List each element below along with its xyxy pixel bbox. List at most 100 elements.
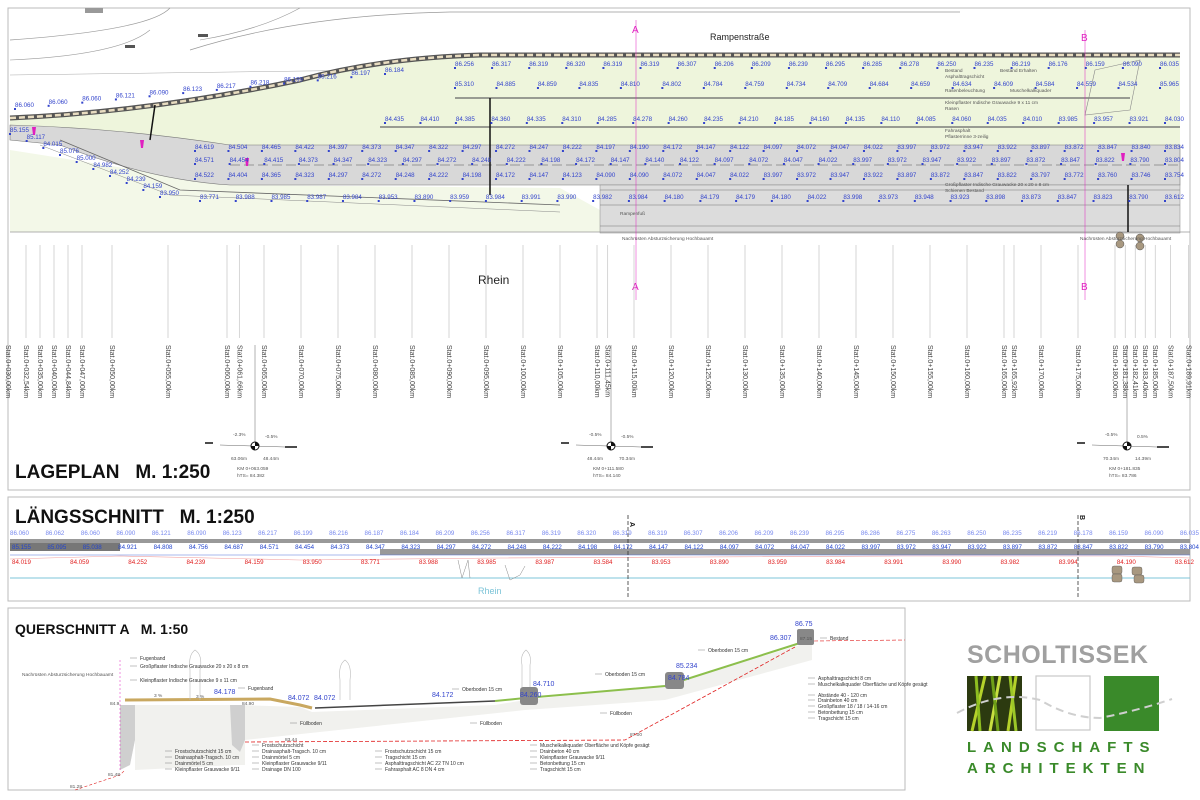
elevation-label: 84.198 [541, 157, 560, 164]
elevation-label: 83.804 [1165, 157, 1184, 164]
plan-note: Muschelkalkquader [1010, 88, 1052, 94]
station-label: Stat.0+061,66km [235, 345, 242, 398]
elevation-label: 83.834 [1165, 144, 1184, 151]
ls-elevation-label: 84.022 [826, 544, 845, 551]
qs-annotation: Tragschicht 15 cm [818, 716, 859, 722]
elevation-label: 83.873 [1022, 194, 1041, 201]
elevation-label: 84.734 [787, 81, 806, 88]
logo-name: SCHOLTISSEK [967, 641, 1148, 669]
ls-elevation-label: 84.921 [118, 544, 137, 551]
slope-label: 3 % [154, 693, 163, 699]
elevation-point [316, 79, 319, 82]
elevation-point [913, 200, 916, 202]
station-label: Stat.0+165,00km [1000, 345, 1007, 398]
ls-elevation-label: 84.198 [578, 544, 597, 551]
elevation-label: 84.859 [538, 81, 557, 88]
elevation-label: 84.197 [596, 144, 615, 151]
plan-note: Schienen Bestand [945, 188, 984, 194]
qs-annotation: Muschelkalkquader Oberfläche und Köpfe g… [818, 682, 928, 688]
ls-elevation-label: 84.454 [295, 544, 314, 551]
station-label: Stat.0+189,91km [1184, 345, 1191, 398]
elevation-point [896, 178, 899, 180]
elevation-point [367, 163, 370, 165]
ls-elevation-label: 84.756 [189, 544, 208, 551]
elevation-label: 86.123 [183, 86, 202, 93]
elevation-point [1159, 87, 1161, 89]
qs-annotation: Abstände 40 - 120 cm [818, 693, 867, 699]
elevation-point [1057, 122, 1060, 124]
elevation-label: 83.847 [1061, 157, 1080, 164]
elevation-label: 84.885 [496, 81, 515, 88]
elevation-label: 86.216 [318, 73, 337, 80]
elevation-label: 86.159 [1086, 61, 1105, 68]
laengsschnitt-profile [9, 515, 1191, 598]
elevation-point [454, 122, 457, 124]
ls-elevation-label: 86.307 [684, 530, 703, 537]
elevation-point [1022, 122, 1025, 124]
section-mark-b-bottom: B [1081, 282, 1088, 293]
elevation-label: 84.559 [1077, 81, 1096, 88]
station-label: Stat.0+080,00km [371, 345, 378, 398]
elevation-point [283, 82, 286, 85]
elevation-label: 83.847 [964, 172, 983, 179]
elevation-label: 84.323 [295, 172, 314, 179]
elevation-point [471, 163, 474, 165]
qs-annotation: Frostschutzschicht 15 cm [385, 749, 441, 755]
plan-note: Rasen [945, 106, 959, 112]
elevation-label: 86.197 [351, 70, 370, 77]
elevation-label: 83.947 [831, 172, 850, 179]
elevation-label: 84.802 [662, 81, 681, 88]
elevation-point [713, 67, 716, 69]
elevation-point [199, 200, 201, 202]
ls-elevation-label: 84.347 [366, 544, 385, 551]
elevation-label: 84.634 [953, 81, 972, 88]
elevation-label: 83.872 [1065, 144, 1084, 151]
elevation-label: 84.435 [385, 116, 404, 123]
elevation-point [461, 178, 464, 180]
elevation-label: 84.035 [988, 116, 1007, 123]
elevation-point [561, 150, 564, 152]
elevation-label: 86.319 [641, 61, 660, 68]
ls-elevation-label: 84.072 [755, 544, 774, 551]
elevation-label: 86.319 [603, 61, 622, 68]
elevation-label: 84.759 [745, 81, 764, 88]
ls-elevation-label: 84.248 [508, 544, 527, 551]
elevation-label: 85.155 [10, 127, 29, 134]
elevation-point [951, 87, 954, 89]
elevation-point [963, 178, 966, 180]
elevation-label: 86.035 [1160, 61, 1179, 68]
section-mark-b-top: B [1081, 33, 1088, 44]
elevation-point [454, 87, 456, 89]
ls-elevation-label: 86.178 [1074, 530, 1093, 537]
ls-elevation-label: 86.275 [896, 530, 915, 537]
elevation-point [915, 122, 918, 124]
logo-line1: LANDSCHAFTS [967, 739, 1157, 756]
elevation-point [1030, 178, 1033, 180]
km-label: KM 0+181.835 [1109, 466, 1141, 472]
company-logo: SCHOLTISSEK LANDSCHAFTS ARCHITEKTEN [956, 641, 1173, 777]
station-label: Stat.0+050,00km [108, 345, 115, 398]
ls-elevation-label: 84.159 [245, 559, 264, 566]
elevation-point [628, 178, 631, 180]
elevation-label: 83.972 [931, 144, 950, 151]
qs-annotation: Oberboden 15 cm [605, 672, 645, 678]
elevation-point [632, 122, 635, 124]
ls-elevation-label: 84.019 [12, 559, 31, 566]
station-label: Stat.0+115,00km [630, 345, 637, 398]
ls-elevation-label: 83.953 [652, 559, 671, 566]
elevation-point [729, 150, 732, 152]
elevation-point [228, 163, 231, 165]
station-label: Stat.0+170,00km [1037, 345, 1044, 398]
elevation-point [1130, 150, 1133, 152]
ls-elevation-label: 83.959 [768, 559, 787, 566]
elevation-label: 83.922 [957, 157, 976, 164]
elevation-point [159, 196, 161, 198]
slope-right: -0.5% [265, 434, 278, 440]
elevation-point [602, 67, 605, 69]
ls-elevation-label: 83.822 [1109, 544, 1128, 551]
elevation-label: 83.797 [1031, 172, 1050, 179]
ls-elevation-label: 84.047 [791, 544, 810, 551]
station-label: Stat.0+090,00km [445, 345, 452, 398]
elevation-point [738, 122, 741, 124]
